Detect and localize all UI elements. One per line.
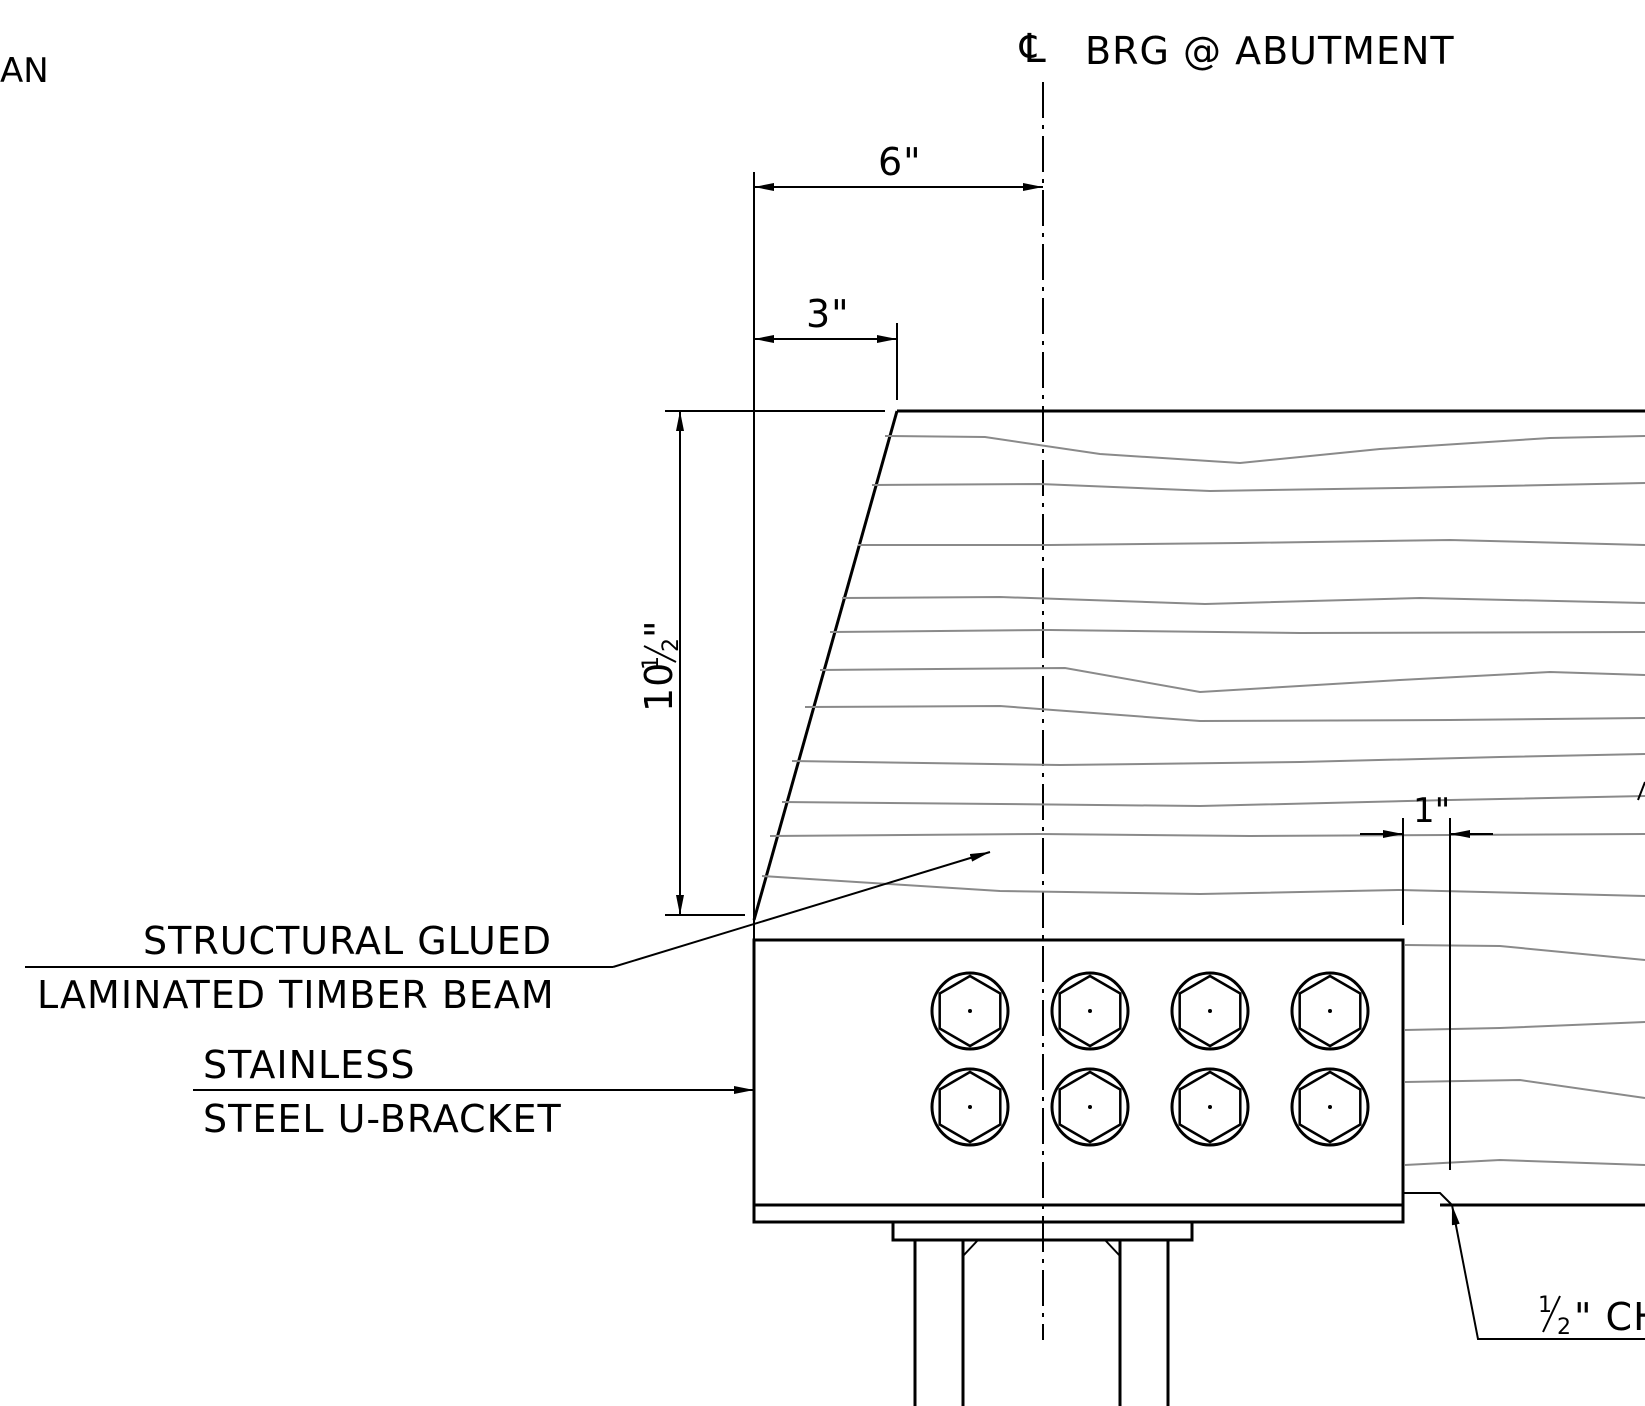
bolt-head xyxy=(1050,1067,1130,1147)
bolt-head xyxy=(930,1067,1010,1147)
bolt-head xyxy=(1290,971,1370,1051)
bracket-callout-line1: STAINLESS xyxy=(203,1043,415,1087)
dimension-text-3in: 3" xyxy=(806,292,850,336)
bolt-head xyxy=(1290,1067,1370,1147)
dimension-text-10-half-in: 10 1 2 " xyxy=(637,620,684,712)
chamfer-leader xyxy=(1451,1204,1645,1340)
dimension-3in: 3" xyxy=(754,292,898,400)
chamfer-edge xyxy=(1403,1192,1453,1206)
beam-callout-line1: STRUCTURAL GLUED xyxy=(143,919,552,963)
svg-text:": " xyxy=(637,620,681,638)
bolt-head xyxy=(930,971,1010,1051)
svg-text:10: 10 xyxy=(637,662,681,712)
weld-left xyxy=(962,1239,979,1257)
chamfer-callout: 1 2 " CH xyxy=(1451,1204,1645,1340)
centerline-text: BRG @ ABUTMENT xyxy=(1085,29,1455,73)
centerline-symbol: ℄ xyxy=(1019,26,1046,72)
beam-callout: STRUCTURAL GLUED LAMINATED TIMBER BEAM xyxy=(25,851,991,1017)
bolt-group xyxy=(930,971,1370,1147)
beam-end-slope xyxy=(752,410,899,921)
dimension-text-1in: 1" xyxy=(1413,791,1450,831)
bracket-callout: STAINLESS STEEL U-BRACKET xyxy=(193,1043,754,1141)
beam-callout-leader xyxy=(612,851,991,968)
dimension-10-half-in: 10 1 2 " xyxy=(637,410,885,916)
timber-beam xyxy=(752,409,1645,1207)
bracket-callout-line2: STEEL U-BRACKET xyxy=(203,1097,562,1141)
weld-right xyxy=(1104,1239,1121,1257)
bearing-support xyxy=(891,1220,1194,1406)
wood-grain xyxy=(761,435,1645,1166)
partial-title-text: AN xyxy=(0,51,49,91)
svg-text:1: 1 xyxy=(1538,1293,1552,1318)
svg-text:" CH: " CH xyxy=(1574,1295,1645,1339)
centerline-label: ℄ BRG @ ABUTMENT xyxy=(1019,26,1455,73)
svg-text:1: 1 xyxy=(639,656,664,670)
bolt-head xyxy=(1050,971,1130,1051)
partial-leader xyxy=(1637,781,1645,801)
dimension-6in: 6" xyxy=(753,140,1043,920)
chamfer-text: 1 2 " CH xyxy=(1538,1293,1645,1340)
beam-callout-line2: LAMINATED TIMBER BEAM xyxy=(37,973,555,1017)
dimension-1in: 1" xyxy=(1360,791,1493,1170)
bolt-head xyxy=(1170,971,1250,1051)
svg-text:2: 2 xyxy=(1557,1315,1571,1340)
svg-text:2: 2 xyxy=(659,638,684,652)
bolt-head xyxy=(1170,1067,1250,1147)
dimension-text-6in: 6" xyxy=(878,140,922,184)
bearing-plate xyxy=(891,1220,1194,1242)
